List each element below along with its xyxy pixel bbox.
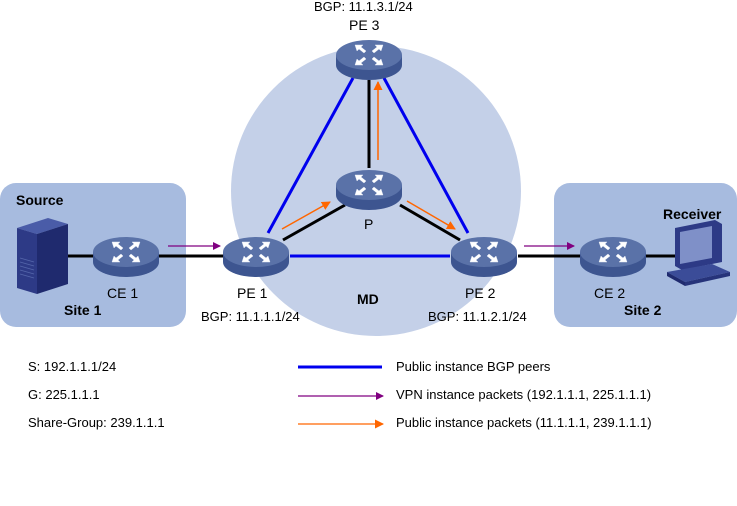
link-pe1-p <box>282 203 346 242</box>
p-label: P <box>364 216 374 232</box>
share-group-address: Share-Group: 239.1.1.1 <box>28 415 165 430</box>
router-ce2[interactable] <box>579 236 647 278</box>
pe1-label: PE 1 <box>237 285 268 301</box>
source-server-icon[interactable] <box>17 218 68 294</box>
bgp-pe1-pe3 <box>266 77 355 234</box>
ce1-label: CE 1 <box>107 285 139 301</box>
pe2-label: PE 2 <box>465 285 496 301</box>
receiver-pc-icon[interactable] <box>667 220 730 286</box>
public-arrow-p-pe2 <box>406 200 456 230</box>
legend-bgp-text: Public instance BGP peers <box>396 359 551 374</box>
receiver-label: Receiver <box>663 206 722 222</box>
router-pe1[interactable] <box>222 236 290 278</box>
router-p[interactable] <box>335 169 403 211</box>
legend-public-text: Public instance packets (11.1.1.1, 239.1… <box>396 415 652 430</box>
pe2-bgp-label: BGP: 11.1.2.1/24 <box>428 309 527 324</box>
router-ce1[interactable] <box>92 236 160 278</box>
ce2-label: CE 2 <box>594 285 626 301</box>
md-label: MD <box>357 291 379 307</box>
source-address: S: 192.1.1.1/24 <box>28 359 117 374</box>
router-pe3[interactable] <box>335 39 403 81</box>
legend-vpn-text: VPN instance packets (192.1.1.1, 225.1.1… <box>396 387 652 402</box>
group-address: G: 225.1.1.1 <box>28 387 100 402</box>
link-p-pe2 <box>399 203 461 242</box>
router-pe2[interactable] <box>450 236 518 278</box>
pe1-bgp-label: BGP: 11.1.1.1/24 <box>201 309 300 324</box>
bgp-pe3-pe2 <box>382 77 470 234</box>
source-label: Source <box>16 192 64 208</box>
pe3-label: PE 3 <box>349 17 380 33</box>
public-arrow-pe1-p <box>281 201 331 230</box>
site1-label: Site 1 <box>64 302 102 318</box>
pe3-bgp-label: BGP: 11.1.3.1/24 <box>314 0 413 14</box>
site2-label: Site 2 <box>624 302 662 318</box>
